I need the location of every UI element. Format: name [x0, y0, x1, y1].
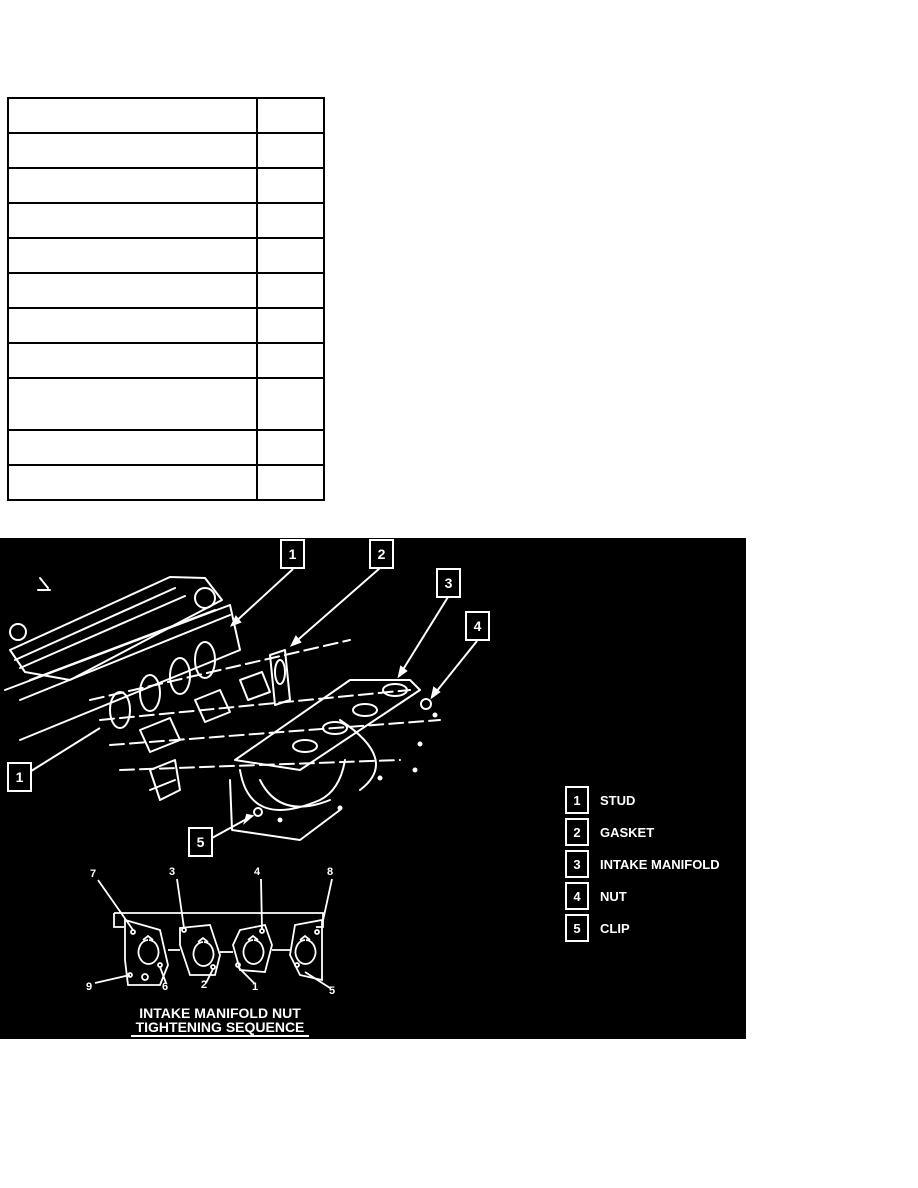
parts-legend: 1 STUD 2 GASKET 3 INTAKE MANIFOLD 4 NUT 5 CLIP: [565, 786, 720, 942]
table-row: [6, 429, 325, 466]
callout-number: 1: [16, 769, 24, 785]
intake-manifold-figure: 1 2 3 4 1 5: [0, 538, 746, 1039]
callout-number: 3: [445, 575, 453, 591]
sequence-number: 8: [327, 866, 333, 878]
table-row: [6, 132, 325, 169]
callout-number: 5: [197, 834, 205, 850]
legend-label: GASKET: [600, 825, 654, 840]
callout-leaders: [27, 567, 478, 839]
sequence-number: 5: [329, 985, 335, 997]
table-cell-value: [256, 237, 325, 274]
legend-item: 5 CLIP: [565, 914, 630, 942]
legend-item: 3 INTAKE MANIFOLD: [565, 850, 720, 878]
callout-box: 3: [436, 568, 461, 598]
callout-number: 1: [289, 546, 297, 562]
legend-item: 4 NUT: [565, 882, 627, 910]
table-cell-value: [256, 342, 325, 379]
table-cell-description: [6, 237, 259, 274]
table-cell-description: [6, 377, 259, 431]
table-cell-description: [6, 167, 259, 204]
callout-boxes: 1 2 3 4 1 5: [7, 539, 490, 857]
specification-table: [6, 97, 325, 501]
callout-box: 1: [280, 539, 305, 569]
legend-label: STUD: [600, 793, 635, 808]
callout-box: 4: [465, 611, 490, 641]
sequence-number: 7: [90, 868, 96, 880]
sequence-number: 1: [252, 981, 258, 993]
legend-item: 2 GASKET: [565, 818, 654, 846]
sequence-number: 9: [86, 981, 92, 993]
table-row: [6, 202, 325, 239]
table-cell-description: [6, 97, 259, 134]
legend-item: 1 STUD: [565, 786, 635, 814]
table-row: [6, 167, 325, 204]
table-cell-description: [6, 272, 259, 309]
table-row: [6, 377, 325, 431]
callout-number: 2: [378, 546, 386, 562]
table-cell-value: [256, 307, 325, 344]
sequence-number: 6: [162, 981, 168, 993]
legend-number: 5: [573, 921, 580, 936]
table-cell-description: [6, 342, 259, 379]
table-cell-value: [256, 377, 325, 431]
table-cell-value: [256, 97, 325, 134]
caption-line-2: TIGHTENING SEQUENCE: [136, 1019, 305, 1035]
table-cell-value: [256, 429, 325, 466]
callout-box: 2: [369, 539, 394, 569]
legend-number: 1: [573, 793, 580, 808]
callout-number: 4: [474, 618, 482, 634]
table-cell-description: [6, 307, 259, 344]
intake-manifold-illustration: 1 2 3 4 1 5: [4, 539, 720, 1037]
engine-drawing: [4, 576, 441, 841]
legend-number: 2: [573, 825, 580, 840]
legend-number: 4: [573, 889, 581, 904]
table-cell-value: [256, 464, 325, 501]
legend-number: 3: [573, 857, 580, 872]
table-cell-value: [256, 167, 325, 204]
sequence-number: 4: [254, 866, 261, 878]
table-cell-description: [6, 132, 259, 169]
sequence-number: 3: [169, 866, 175, 878]
table-cell-value: [256, 202, 325, 239]
legend-label: NUT: [600, 889, 627, 904]
callout-box: 5: [188, 827, 213, 857]
caption-line-1: INTAKE MANIFOLD NUT: [139, 1005, 301, 1021]
table-row: [6, 307, 325, 344]
legend-label: INTAKE MANIFOLD: [600, 857, 720, 872]
table-cell-description: [6, 464, 259, 501]
table-cell-value: [256, 272, 325, 309]
table-row: [6, 237, 325, 274]
table-row: [6, 342, 325, 379]
table-row: [6, 272, 325, 309]
tightening-sequence-diagram: [94, 878, 333, 989]
sequence-number: 2: [201, 979, 207, 991]
table-cell-description: [6, 429, 259, 466]
table-cell-value: [256, 132, 325, 169]
table-cell-description: [6, 202, 259, 239]
table-row: [6, 464, 325, 501]
callout-box: 1: [7, 762, 32, 792]
legend-label: CLIP: [600, 921, 630, 936]
sequence-number-labels: 7 3 4 8 9 6 2 1 5: [86, 866, 335, 997]
table-row: [6, 97, 325, 134]
